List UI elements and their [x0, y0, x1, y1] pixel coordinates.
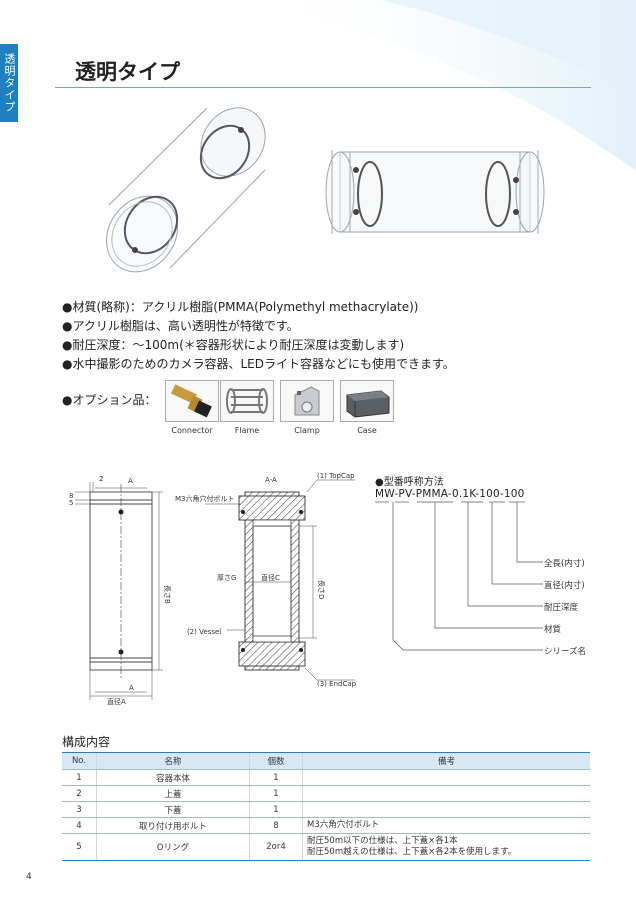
model-label-depth: 耐圧深度 [544, 603, 579, 613]
cell-name: 下蓋 [96, 801, 250, 818]
model-sep: - [475, 488, 480, 500]
header-qty: 個数 [249, 752, 303, 770]
table-header-row: No. 名称 個数 備考 [62, 752, 590, 770]
label-bolt: M3六角穴付ボルト [175, 494, 235, 503]
feature-item: ●水中撮影のためのカメラ容器、LEDライト容器などにも使用できます。 [62, 357, 455, 371]
model-part-length: 100 [503, 488, 525, 500]
flame-icon [220, 380, 274, 422]
header-no: No. [62, 752, 97, 770]
feature-item: ●耐圧深度：～100m(＊容器形状により耐圧深度は変動します) [62, 338, 405, 352]
model-part-depth: 0.1K [451, 488, 476, 500]
cell-no: 1 [62, 769, 97, 786]
dim-8: 8 [69, 492, 73, 500]
cell-qty: 2or4 [249, 833, 303, 861]
label-diameter-c: 直径C [261, 573, 280, 582]
label-thickness: 厚さG [217, 574, 236, 582]
cell-note: M3六角穴付ボルト [302, 817, 590, 834]
technical-drawing: 2 A A 8 5 長さB 直径A A-A (1) TopCap M3六角穴付ボ… [69, 472, 357, 706]
option-clamp: Clamp [280, 380, 334, 435]
model-part-material: PMMA [415, 488, 448, 500]
table-row: 5 Oリング 2or4 耐圧50m以下の仕様は、上下蓋×各1本 耐圧50m越えの… [62, 833, 590, 861]
dim-a-bottom: A [129, 684, 134, 692]
section-view [205, 479, 355, 681]
background-wave [250, 0, 636, 170]
cell-name: 上蓋 [96, 785, 250, 802]
model-part-series: MW [375, 488, 395, 500]
model-label-material: 材質 [544, 625, 562, 635]
cell-qty: 1 [249, 801, 303, 818]
dim-2: 2 [99, 475, 103, 483]
product-image-tilted [106, 107, 266, 273]
label-end-cap: (3) EndCap [317, 680, 357, 688]
page-number: 4 [26, 872, 32, 882]
title-divider [55, 87, 591, 88]
model-naming-title: ●型番呼称方法 [375, 477, 444, 488]
outer-view [75, 482, 163, 700]
model-sep: - [411, 488, 416, 500]
option-flame: Flame [220, 380, 274, 435]
page-title: 透明タイプ [75, 60, 180, 84]
option-caption: Flame [234, 426, 260, 435]
note-line: 耐圧50m越えの仕様は、上下蓋×各2本を使用します。 [307, 847, 517, 857]
dim-5: 5 [69, 499, 73, 507]
components-table: No. 名称 個数 備考 1 容器本体 1 2 上蓋 1 3 下蓋 1 4 取り… [62, 752, 590, 861]
table-row: 4 取り付け用ボルト 8 M3六角穴付ボルト [62, 817, 590, 834]
table-title: 構成内容 [62, 735, 111, 749]
feature-item: ●アクリル樹脂は、高い透明性が特徴です。 [62, 319, 299, 333]
cell-no: 4 [62, 817, 97, 834]
model-code: MW-PV-PMMA-0.1K-100-100 [375, 488, 525, 500]
cell-name: 容器本体 [96, 769, 250, 786]
model-part-diameter: 100 [479, 488, 500, 500]
option-caption: Connector [171, 426, 213, 435]
side-section-tab: 透明タイプ [0, 44, 18, 122]
cell-name: 取り付け用ボルト [96, 817, 250, 834]
product-image-horizontal [325, 150, 545, 234]
label-vessel: (2) Vessel [187, 628, 221, 636]
model-sep: - [394, 488, 399, 500]
label-length-d: 長さD [317, 580, 325, 599]
option-case: Case [340, 380, 394, 435]
model-label-diameter: 直径(内寸) [544, 581, 585, 591]
table-row: 2 上蓋 1 [62, 785, 590, 802]
cell-note: 耐圧50m以下の仕様は、上下蓋×各1本 耐圧50m越えの仕様は、上下蓋×各2本を… [302, 833, 590, 861]
dim-diameter-a: 直径A [107, 697, 126, 706]
header-name: 名称 [96, 752, 250, 770]
cell-note [302, 785, 590, 802]
feature-item: ●材質(略称)：アクリル樹脂(PMMA(Polymethyl methacryl… [62, 300, 419, 314]
model-leader-lines [375, 501, 543, 651]
options-label: ●オプション品： [62, 393, 157, 407]
label-top-cap: (1) TopCap [317, 472, 355, 480]
clamp-icon [280, 380, 334, 422]
section-title: A-A [265, 476, 277, 484]
option-connector: Connector [165, 380, 219, 435]
table-row: 1 容器本体 1 [62, 769, 590, 786]
table-row: 3 下蓋 1 [62, 801, 590, 818]
case-icon [340, 380, 394, 422]
cell-qty: 1 [249, 785, 303, 802]
dim-a-top: A [128, 477, 133, 485]
cell-name: Oリング [96, 833, 250, 861]
cell-qty: 8 [249, 817, 303, 834]
dim-length-b: 長さB [163, 585, 171, 604]
cell-no: 2 [62, 785, 97, 802]
option-caption: Clamp [294, 426, 320, 435]
cell-no: 5 [62, 833, 97, 861]
model-sep: - [447, 488, 452, 500]
model-label-series: シリーズ名 [544, 647, 587, 657]
cell-note [302, 801, 590, 818]
connector-icon [165, 380, 219, 422]
model-sep: - [499, 488, 504, 500]
feature-list: ●材質(略称)：アクリル樹脂(PMMA(Polymethyl methacryl… [62, 298, 582, 374]
model-part-type: PV [398, 488, 412, 500]
note-line: 耐圧50m以下の仕様は、上下蓋×各1本 [307, 836, 458, 846]
cell-note [302, 769, 590, 786]
model-label-length: 全長(内寸) [544, 559, 585, 569]
cell-qty: 1 [249, 769, 303, 786]
option-caption: Case [357, 426, 377, 435]
header-note: 備考 [302, 752, 590, 770]
cell-no: 3 [62, 801, 97, 818]
